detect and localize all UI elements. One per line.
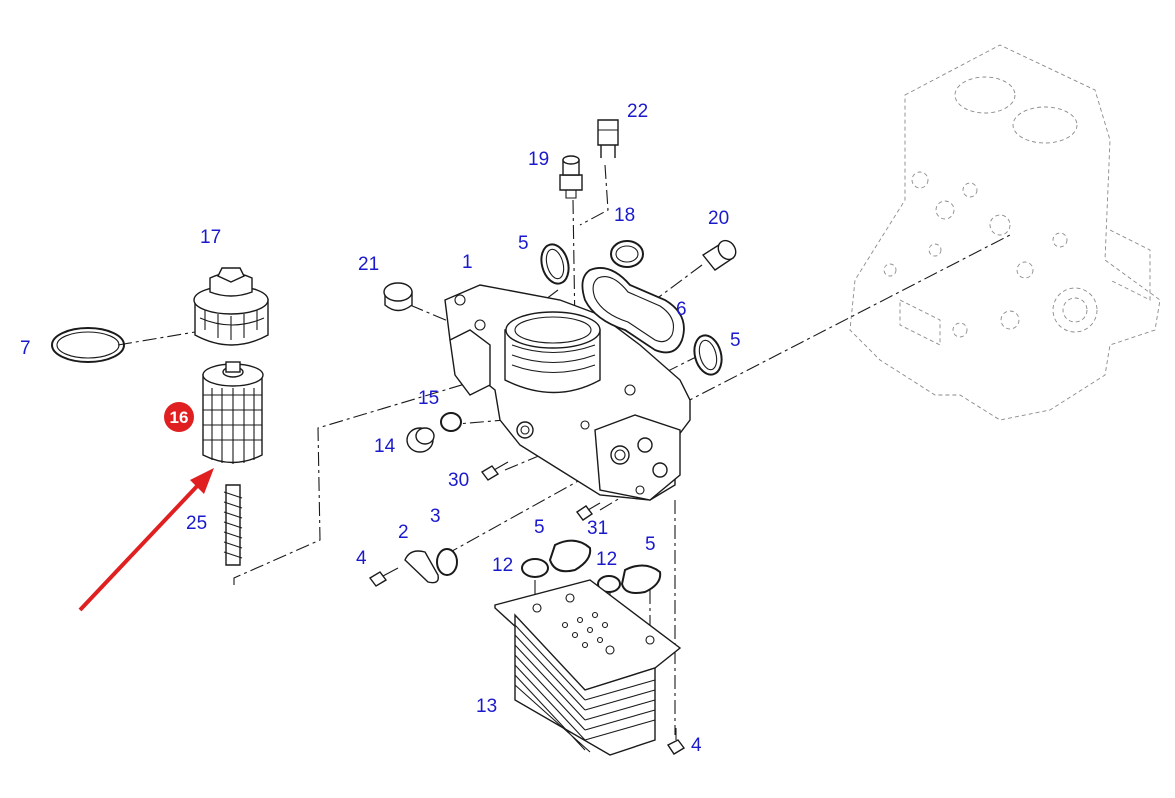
sensor-19 — [559, 155, 583, 199]
callout-21: 21 — [358, 254, 379, 275]
red-arrow-pointer — [78, 468, 214, 612]
callout-6: 6 — [676, 299, 687, 320]
seal-12-left — [521, 558, 549, 578]
gasket-6 — [581, 267, 685, 354]
callout-2: 2 — [398, 522, 409, 543]
callout-5-lower-right: 5 — [645, 534, 656, 555]
filter-housing — [444, 284, 691, 501]
seal-right — [693, 334, 723, 376]
callout-1: 1 — [462, 252, 473, 273]
oil-cooler — [494, 579, 682, 756]
callout-3: 3 — [430, 506, 441, 527]
callout-5-right: 5 — [730, 330, 741, 351]
plug-20 — [701, 239, 737, 271]
switch-22 — [597, 119, 619, 158]
seal-5-lower-left — [548, 539, 592, 573]
callout-22: 22 — [627, 101, 648, 122]
plug-14 — [406, 427, 435, 453]
seal-5-lower-right — [620, 564, 662, 594]
callout-19: 19 — [528, 149, 549, 170]
bolt-4-bottom — [666, 728, 686, 755]
oil-filter-element — [202, 361, 264, 464]
callout-30: 30 — [448, 470, 469, 491]
bolt-31 — [575, 502, 601, 521]
callout-5-top: 5 — [518, 233, 529, 254]
seal-upper — [540, 243, 570, 285]
oil-filter-cap — [193, 267, 269, 346]
callout-7: 7 — [20, 338, 31, 359]
callout-14: 14 — [374, 436, 396, 457]
bolt-30 — [480, 461, 509, 481]
callout-20: 20 — [708, 208, 729, 229]
seal-15 — [440, 412, 462, 432]
bolt-4-left — [368, 567, 399, 587]
filter-spring — [223, 484, 243, 566]
o-ring — [51, 327, 125, 363]
seal-12-right — [597, 575, 621, 593]
highlight-badge-16: 16 — [164, 402, 194, 432]
callout-12-left: 12 — [492, 555, 513, 576]
callout-4-bottom: 4 — [691, 735, 702, 756]
callout-25: 25 — [186, 513, 207, 534]
callout-4-left: 4 — [356, 548, 367, 569]
plug-21 — [383, 282, 413, 312]
callout-17: 17 — [200, 227, 221, 248]
callout-13: 13 — [476, 696, 497, 717]
callout-15: 15 — [418, 388, 439, 409]
seal-18 — [610, 240, 644, 268]
callout-12-right: 12 — [596, 549, 617, 570]
cover-2 — [404, 550, 439, 584]
engine-block — [849, 44, 1161, 421]
callout-labels: 1 2 3 4 4 5 5 5 5 6 7 12 12 13 14 15 17 … — [20, 101, 741, 756]
seal-3 — [436, 548, 458, 576]
callout-18: 18 — [614, 205, 635, 226]
callout-5-lower-left: 5 — [534, 517, 545, 538]
callout-31: 31 — [587, 518, 608, 539]
highlight-badge-label: 16 — [170, 408, 189, 427]
